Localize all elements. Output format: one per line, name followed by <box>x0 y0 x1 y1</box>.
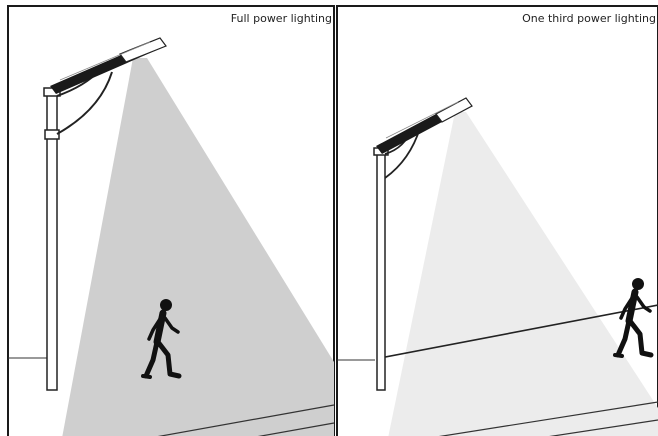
pedestrian-icon-right <box>613 278 654 358</box>
light-beam-full <box>62 58 334 436</box>
road-line-left-1 <box>157 404 335 436</box>
street-lamp-left <box>43 37 167 391</box>
caption-full-power: Full power lighting <box>231 12 332 25</box>
street-lamp-right <box>373 97 473 391</box>
road-line-right-1 <box>379 304 658 359</box>
light-beam-third <box>388 112 658 436</box>
panel-full-power: Full power lighting <box>7 5 335 436</box>
road-line-right-3 <box>549 419 658 436</box>
pedestrian-icon-left <box>141 299 182 379</box>
road-line-right-2 <box>438 401 658 436</box>
panel-one-third-power: One third power lighting <box>336 5 658 436</box>
caption-one-third-power: One third power lighting <box>522 12 656 25</box>
